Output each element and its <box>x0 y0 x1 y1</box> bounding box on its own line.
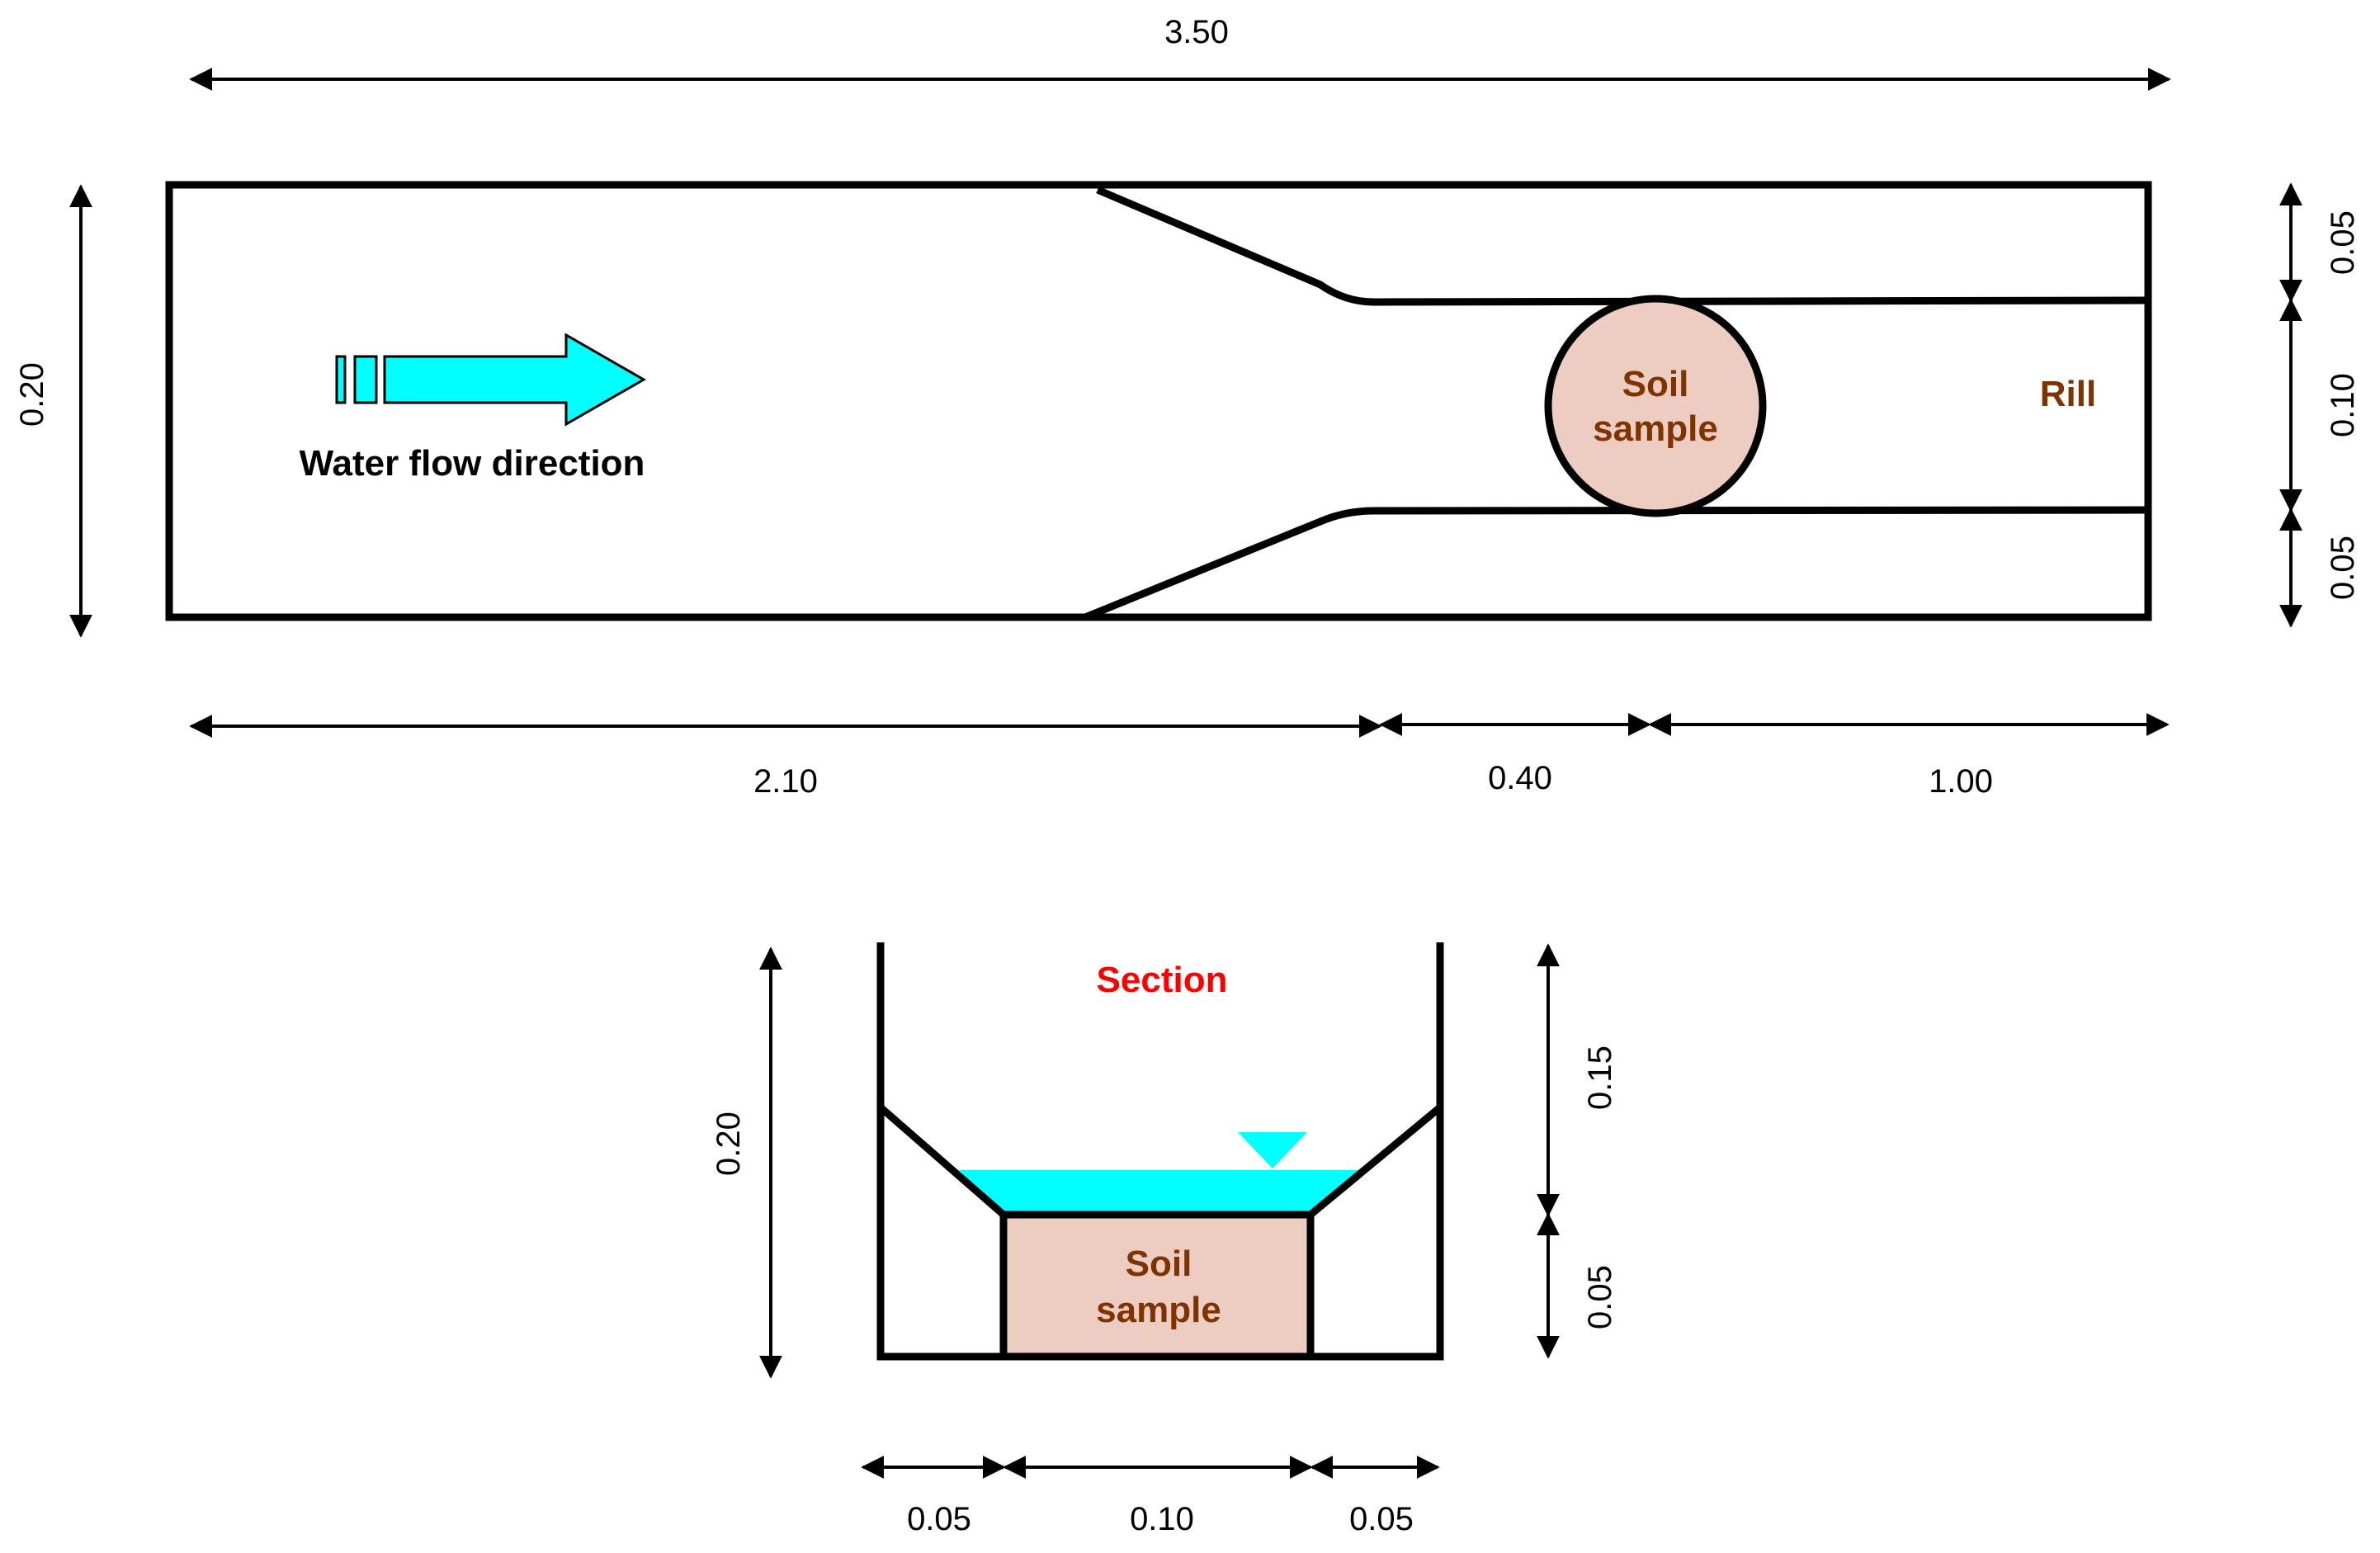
water-flow-arrow-icon <box>335 333 647 427</box>
seg-rill-label: 1.00 <box>1929 763 1993 800</box>
soil-sample-label-line2: sample <box>1593 408 1718 449</box>
section-view: Section Soil sample 0.20 0.15 0.05 0.05 … <box>711 942 1618 1537</box>
section-width-left-label: 0.05 <box>907 1501 971 1537</box>
rill-wall-top <box>1096 186 2149 306</box>
section-width-right-label: 0.05 <box>1349 1501 1414 1537</box>
soil-sample-label-line1: Soil <box>1622 364 1689 404</box>
flume-outline <box>165 181 2152 621</box>
section-lower-label: 0.05 <box>1582 1265 1618 1329</box>
rill-width-label: 0.10 <box>2325 373 2361 437</box>
section-channel-outline <box>876 942 1444 1361</box>
section-right-slope <box>1308 1104 1443 1218</box>
water-flow-label: Water flow direction <box>300 443 645 484</box>
seg-sample-label: 0.40 <box>1488 760 1552 796</box>
overall-width-label: 0.20 <box>14 362 50 427</box>
section-soil-label-line2: sample <box>1096 1290 1221 1330</box>
section-soil-sample <box>999 1211 1315 1361</box>
rill-wall-bottom <box>1084 506 2149 621</box>
side-bottom-label: 0.05 <box>2325 536 2361 600</box>
soil-sample-circle <box>1544 295 1767 517</box>
water-level-marker-icon <box>1238 1132 1307 1168</box>
section-left-slope <box>878 1104 1006 1218</box>
section-width-center-label: 0.10 <box>1130 1501 1194 1537</box>
section-upper-label: 0.15 <box>1582 1046 1618 1110</box>
rill-label: Rill <box>2040 374 2096 414</box>
section-height-label: 0.20 <box>711 1112 747 1176</box>
water-surface <box>959 1170 1358 1215</box>
side-top-label: 0.05 <box>2325 210 2361 275</box>
section-title: Section <box>1097 960 1228 1000</box>
plan-view: 3.50 0.20 Soil sample Rill Water flow di… <box>14 14 2361 800</box>
overall-length-label: 3.50 <box>1164 14 1229 50</box>
seg-upstream-label: 2.10 <box>753 763 818 800</box>
section-soil-label-line1: Soil <box>1126 1244 1192 1284</box>
